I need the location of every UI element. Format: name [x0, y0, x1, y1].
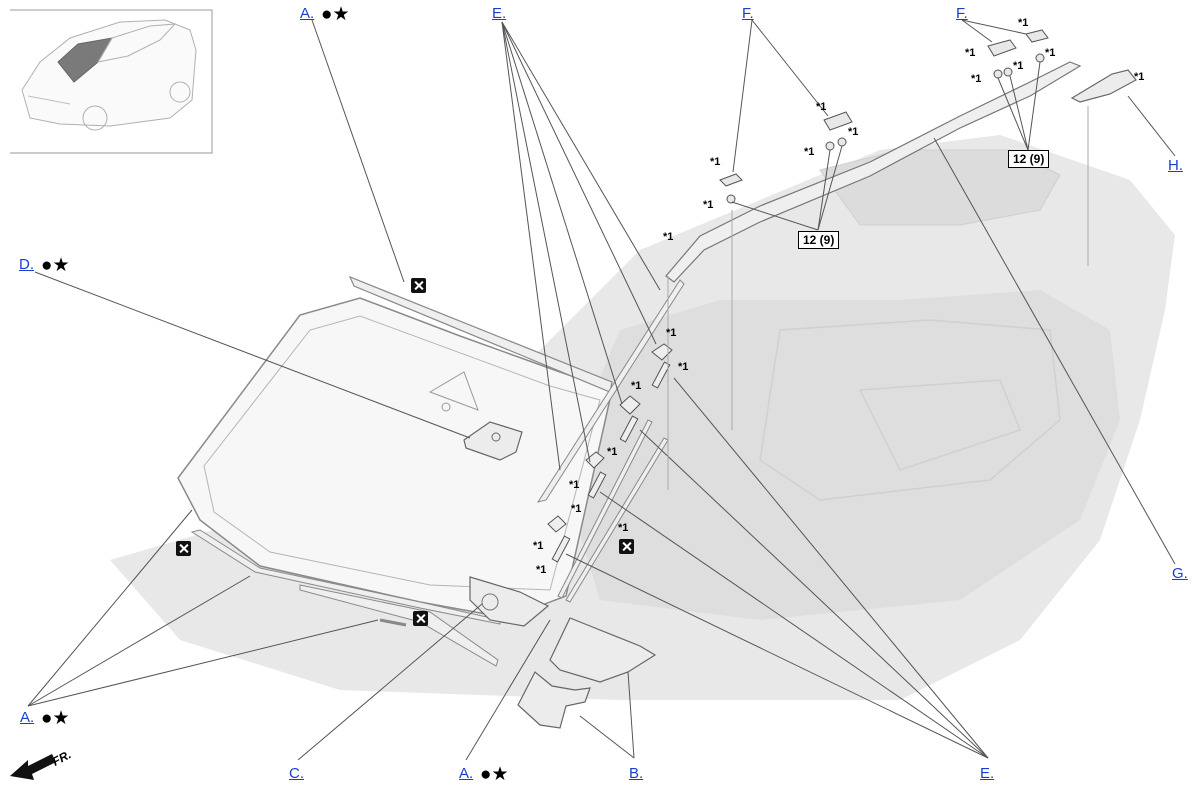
no-reuse-icon: [411, 278, 426, 293]
note-star1: *1: [569, 479, 580, 491]
callout-e-top[interactable]: E.: [492, 5, 507, 22]
molding-clips: [547, 343, 673, 563]
callout-a-bottom[interactable]: A.: [459, 765, 474, 782]
roof-rail-covers: [719, 29, 1049, 204]
note-star1: *1: [666, 327, 677, 339]
note-star1: *1: [804, 146, 815, 158]
callout-b[interactable]: B.: [629, 765, 644, 782]
circle-star-symbol: ●★: [41, 255, 70, 276]
circle-star-symbol: ●★: [480, 764, 509, 785]
callout-d[interactable]: D.: [19, 256, 34, 273]
sensor-bracket: [463, 421, 523, 461]
callout-f-left[interactable]: F.: [742, 5, 754, 22]
callout-c[interactable]: C.: [289, 765, 304, 782]
note-star1: *1: [1134, 71, 1145, 83]
note-star1: *1: [703, 199, 714, 211]
circle-star-symbol: ●★: [41, 708, 70, 729]
note-star1: *1: [710, 156, 721, 168]
no-reuse-icon: [619, 539, 634, 554]
roof-rail-end-cap: [1070, 69, 1137, 103]
mirror-cover: [469, 576, 550, 627]
note-star1: *1: [1045, 47, 1056, 59]
note-star1: *1: [663, 231, 674, 243]
callout-a-left[interactable]: A.: [20, 709, 35, 726]
note-star1: *1: [848, 126, 859, 138]
locator-car-icon: [10, 9, 213, 154]
note-star1: *1: [571, 503, 582, 515]
note-star1: *1: [536, 564, 547, 576]
callout-e-bottom[interactable]: E.: [980, 765, 995, 782]
note-star1: *1: [971, 73, 982, 85]
callout-a-top[interactable]: A.: [300, 5, 315, 22]
no-reuse-icon: [413, 611, 428, 626]
cowl-top-pieces: [517, 617, 657, 729]
callout-f-right[interactable]: F.: [956, 5, 968, 22]
no-reuse-icon: [176, 541, 191, 556]
note-star1: *1: [965, 47, 976, 59]
callout-g[interactable]: G.: [1172, 565, 1188, 582]
note-star1: *1: [631, 380, 642, 392]
callout-h[interactable]: H.: [1168, 157, 1183, 174]
front-arrow-icon: [10, 754, 56, 780]
torque-spec: 12 (9): [798, 231, 840, 249]
note-star1: *1: [1013, 60, 1024, 72]
a-pillar-molding: [536, 279, 685, 603]
note-star1: *1: [618, 522, 629, 534]
roof-rail: [665, 61, 1082, 283]
note-star1: *1: [678, 361, 689, 373]
leader-lines: [27, 19, 1176, 761]
note-star1: *1: [1018, 17, 1029, 29]
torque-spec: 12 (9): [1008, 150, 1050, 168]
circle-star-symbol: ●★: [321, 4, 350, 25]
note-star1: *1: [607, 446, 618, 458]
note-star1: *1: [816, 101, 827, 113]
note-star1: *1: [533, 540, 544, 552]
